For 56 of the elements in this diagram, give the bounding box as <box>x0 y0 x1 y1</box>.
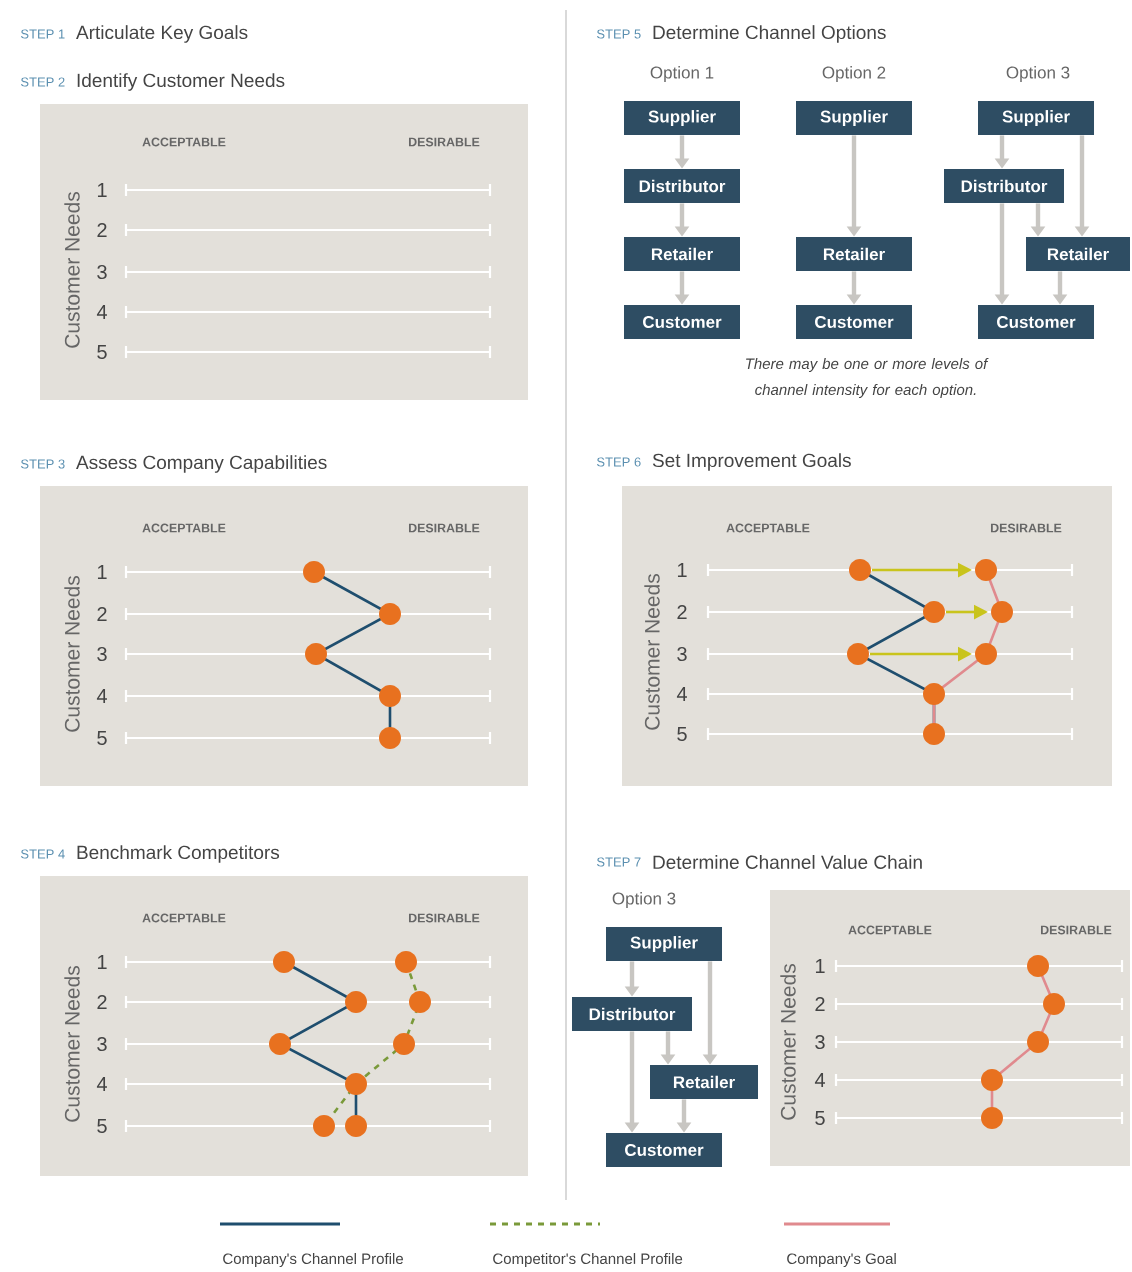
step-title: Articulate Key Goals <box>76 25 248 43</box>
row-number: 3 <box>97 646 107 662</box>
channel-box: Customer <box>624 305 740 339</box>
channel-box: Supplier <box>624 101 740 135</box>
axis-title: Customer Needs <box>64 192 80 348</box>
row-number: 5 <box>815 1111 825 1125</box>
row-number: 4 <box>96 305 107 319</box>
row-number: 3 <box>677 646 687 662</box>
axis-title: Customer Needs <box>780 964 796 1120</box>
row-number: 3 <box>97 1036 107 1052</box>
row-number: 2 <box>815 997 825 1011</box>
step-title: Determine Channel Options <box>653 25 886 43</box>
channel-box: Supplier <box>978 101 1094 135</box>
row-number: 5 <box>97 345 107 359</box>
channel-box: Customer <box>978 305 1094 339</box>
option-label: Option 2 <box>822 66 886 82</box>
channel-box: Supplier <box>606 927 722 961</box>
row-number: 4 <box>96 689 107 703</box>
channel-box: Distributor <box>944 169 1064 203</box>
row-number: 4 <box>814 1073 825 1087</box>
row-number: 4 <box>96 1077 107 1091</box>
step-title: Identify Customer Needs <box>77 73 285 91</box>
step-title: Determine Channel Value Chain <box>653 855 922 869</box>
row-number: 2 <box>97 223 107 237</box>
row-number: 2 <box>97 607 107 621</box>
step-title: Assess Company Capabilities <box>76 455 327 473</box>
row-number: 1 <box>678 563 687 577</box>
channel-box: Distributor <box>624 169 740 203</box>
axis-title: Customer Needs <box>64 966 80 1122</box>
row-number: 5 <box>677 727 687 741</box>
channel-box: Retailer <box>796 237 912 271</box>
option-label: Option 3 <box>1006 66 1070 82</box>
channel-box: Customer <box>796 305 912 339</box>
channel-box: Supplier <box>796 101 912 135</box>
row-number: 3 <box>815 1034 825 1050</box>
row-number: 4 <box>676 687 687 701</box>
row-number: 1 <box>98 565 107 579</box>
row-number: 2 <box>97 995 107 1009</box>
row-number: 1 <box>816 959 825 973</box>
row-number: 1 <box>98 183 107 197</box>
row-number: 2 <box>677 605 687 619</box>
channel-box: Retailer <box>624 237 740 271</box>
option-label: Option 3 <box>612 892 676 908</box>
row-number: 1 <box>98 955 107 969</box>
channel-box: Retailer <box>1026 237 1130 271</box>
row-number: 3 <box>97 264 107 280</box>
step-title: Benchmark Competitors <box>77 845 280 863</box>
row-number: 5 <box>97 731 107 745</box>
option-label: Option 1 <box>650 66 714 82</box>
channel-box: Retailer <box>650 1065 758 1099</box>
row-number: 5 <box>97 1119 107 1133</box>
channel-box: Customer <box>606 1133 722 1167</box>
axis-title: Customer Needs <box>644 574 660 730</box>
step-title: Set Improvement Goals <box>652 453 851 471</box>
channel-box: Distributor <box>572 997 692 1031</box>
axis-title: Customer Needs <box>64 576 80 732</box>
